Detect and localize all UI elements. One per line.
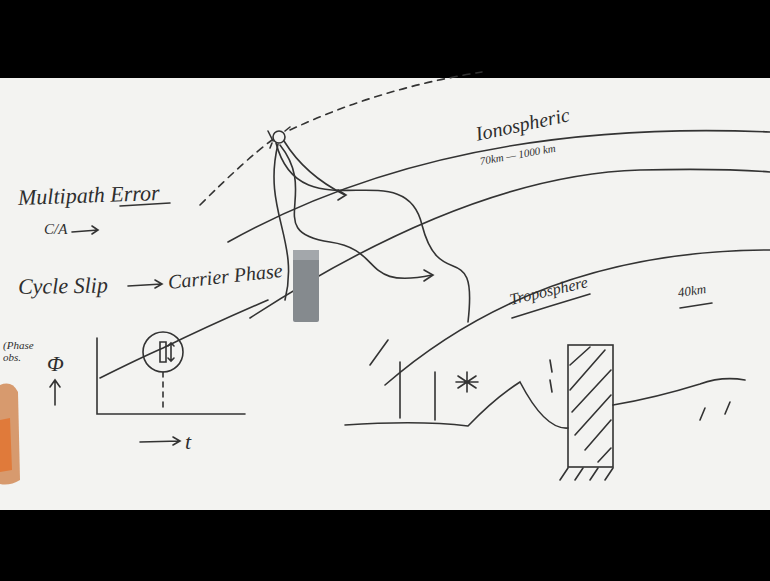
orbit-track xyxy=(290,72,482,130)
text-arrow xyxy=(72,226,98,234)
error-heading: Multipath Error xyxy=(18,181,160,209)
sketch-stroke xyxy=(550,360,552,392)
ink-strokes xyxy=(50,72,770,480)
duster xyxy=(293,250,319,260)
orbit-track xyxy=(200,140,272,205)
lecturer-shirt xyxy=(0,418,12,472)
whiteboard xyxy=(0,78,770,510)
ionosphere-boundary xyxy=(228,131,770,242)
satellite-symbol xyxy=(273,131,285,143)
ground-line xyxy=(613,379,745,405)
reflection-star xyxy=(456,372,478,392)
sketch-stroke xyxy=(700,402,730,420)
cycle-slip-circle xyxy=(143,332,183,372)
lecturer-arm xyxy=(0,384,20,485)
axis-arrow xyxy=(140,437,180,445)
code-label: C/A xyxy=(44,222,67,238)
axis-symbol: t xyxy=(185,430,191,453)
axis-arrow xyxy=(50,380,60,405)
text-arrow xyxy=(128,280,162,288)
ground-line xyxy=(345,382,568,428)
dashed-drop xyxy=(162,372,164,412)
ground-hatch xyxy=(560,468,613,480)
graph-axes xyxy=(97,338,245,414)
antenna-mark xyxy=(400,362,435,420)
axis-symbol: Φ xyxy=(47,352,64,375)
error-heading: Cycle Slip xyxy=(18,273,108,298)
signal-path xyxy=(280,145,432,278)
ionosphere-boundary xyxy=(250,169,770,318)
axis-label: (Phase obs. xyxy=(3,340,41,363)
building-hatch xyxy=(570,347,611,462)
troposphere-boundary xyxy=(385,250,770,385)
phase-curve xyxy=(100,300,268,378)
signal-path xyxy=(276,143,470,322)
building xyxy=(568,345,613,467)
arrow-head xyxy=(424,270,433,281)
slip-mark xyxy=(160,342,174,362)
underline xyxy=(680,303,712,308)
duster xyxy=(293,250,319,322)
sketch-stroke xyxy=(370,340,388,365)
